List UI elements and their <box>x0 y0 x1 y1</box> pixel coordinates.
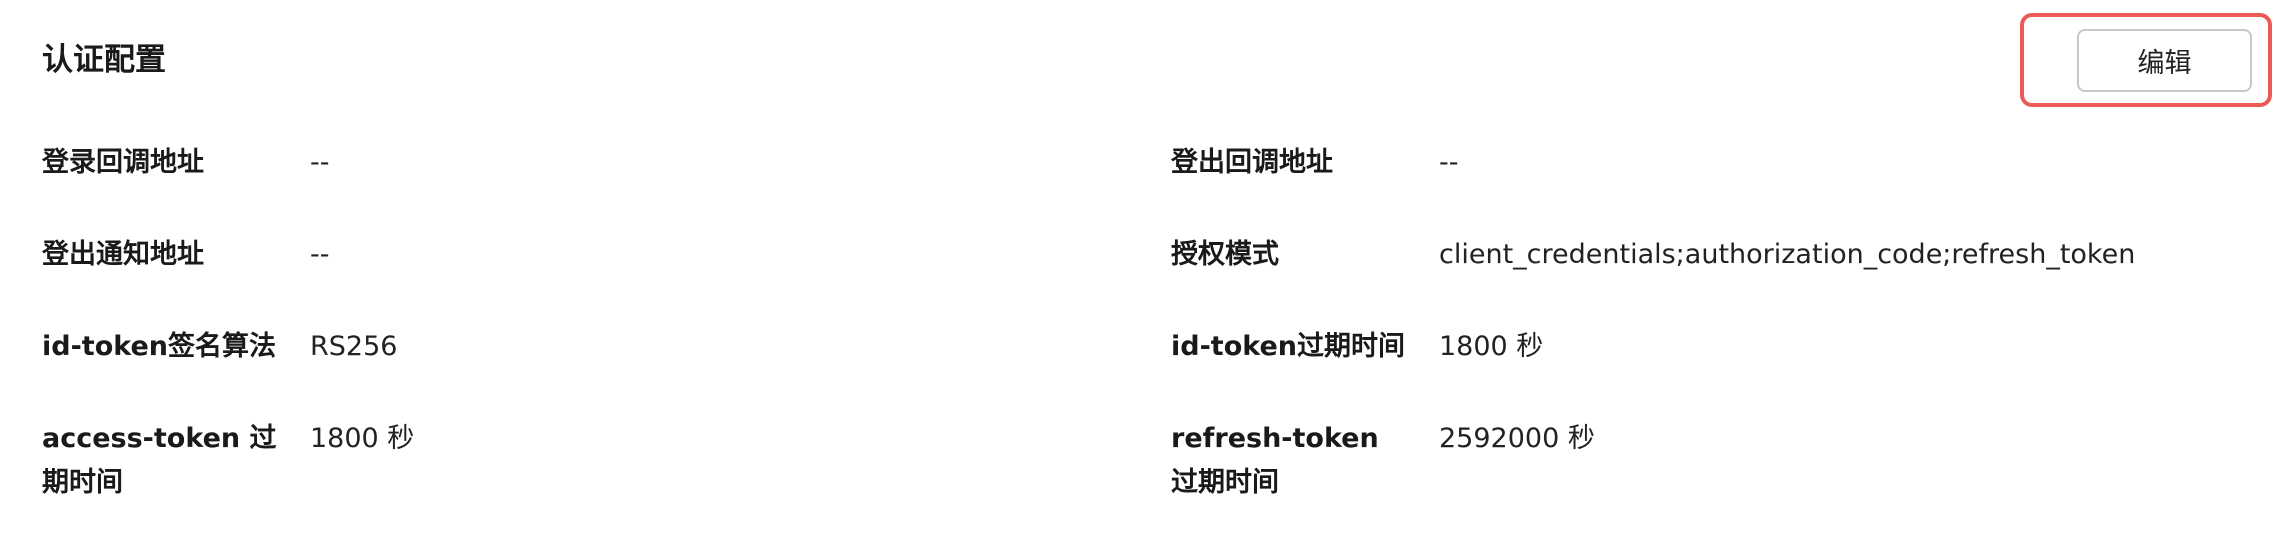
edit-button-highlight <box>2020 13 2272 107</box>
field-label-login-callback-url: 登录回调地址 <box>42 147 204 178</box>
field-label-grant-types: 授权模式 <box>1171 239 1279 270</box>
field-label-id-token-signing-alg: id-token签名算法 <box>42 331 277 362</box>
field-label-id-token-expiry: id-token过期时间 <box>1171 331 1406 362</box>
field-value-logout-callback-url: -- <box>1439 147 1459 178</box>
field-value-grant-types: client_credentials;authorization_code;re… <box>1439 239 2136 270</box>
field-label-access-token-expiry: access-token 过期时间 <box>42 423 277 498</box>
field-value-login-callback-url: -- <box>310 147 330 178</box>
field-value-refresh-token-expiry: 2592000 秒 <box>1439 423 1595 454</box>
field-label-refresh-token-expiry: refresh-token 过期时间 <box>1171 423 1379 498</box>
field-value-id-token-expiry: 1800 秒 <box>1439 331 1544 362</box>
field-value-id-token-signing-alg: RS256 <box>310 331 398 362</box>
field-value-access-token-expiry: 1800 秒 <box>310 423 415 454</box>
section-title: 认证配置 <box>42 42 166 78</box>
edit-button[interactable]: 编辑 <box>2077 29 2252 92</box>
field-label-logout-notify-url: 登出通知地址 <box>42 239 204 270</box>
field-value-logout-notify-url: -- <box>310 239 330 270</box>
field-label-logout-callback-url: 登出回调地址 <box>1171 147 1333 178</box>
